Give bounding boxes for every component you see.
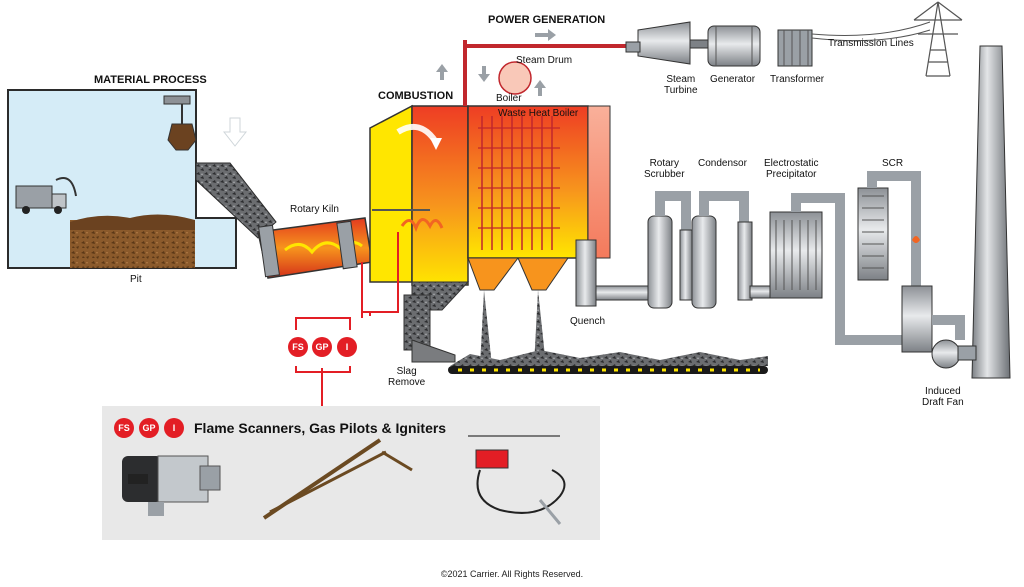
legend-badge-flame-scanner: FS (114, 418, 134, 438)
label-condensor: Condensor (698, 158, 747, 169)
label-transmission-lines: Transmission Lines (828, 38, 914, 49)
rotary-kiln (257, 217, 373, 279)
flow-arrow-icon (535, 29, 556, 41)
steam-turbine (625, 21, 709, 65)
badge-igniter: I (337, 337, 357, 357)
electrostatic-precipitator (769, 193, 845, 318)
label-scr: SCR (882, 158, 904, 169)
igniter-image (468, 435, 566, 525)
pit-building (7, 89, 277, 269)
flame-scanner-image (122, 455, 221, 516)
control-lines (295, 232, 399, 406)
label-quench: Quench (570, 316, 606, 327)
down-arrow-icon (222, 117, 248, 147)
label-steam-turbine: Steam Turbine (664, 74, 698, 96)
transmission-lines (811, 21, 931, 42)
transmission-tower-icon (913, 1, 963, 77)
legend-title: Flame Scanners, Gas Pilots & Igniters (194, 420, 447, 436)
quench (575, 239, 655, 307)
scr-unit (835, 171, 933, 353)
garbage-truck-icon (15, 177, 77, 214)
badge-flame-scanner: FS (288, 337, 308, 357)
label-boiler: Boiler (496, 93, 522, 104)
legend-badge-gas-pilot: GP (139, 418, 159, 438)
waste-heat-boiler (467, 61, 611, 291)
label-induced-draft-fan: Induced Draft Fan (922, 386, 964, 408)
condensor (691, 191, 771, 309)
generator (707, 25, 761, 67)
label-pit: Pit (130, 274, 142, 285)
legend-badge-igniter: I (164, 418, 184, 438)
combustion-chamber (369, 104, 470, 363)
label-rotary-scrubber: Rotary Scrubber (644, 158, 685, 180)
badge-gas-pilot: GP (312, 337, 332, 357)
chimney-stack (971, 45, 1011, 379)
crane (163, 95, 197, 151)
label-steam-drum: Steam Drum (516, 55, 573, 66)
label-rotary-kiln: Rotary Kiln (290, 204, 339, 215)
label-generator: Generator (710, 74, 756, 85)
induced-draft-fan (931, 315, 977, 369)
gas-pilot-image (262, 438, 413, 520)
heading-power-generation: POWER GENERATION (488, 14, 606, 26)
heading-combustion: COMBUSTION (378, 90, 454, 102)
label-waste-heat-boiler: Waste Heat Boiler (498, 108, 579, 119)
heading-material-process: MATERIAL PROCESS (94, 74, 207, 86)
label-electrostatic-precipitator: Electrostatic Precipitator (764, 158, 819, 180)
label-transformer: Transformer (770, 74, 825, 85)
copyright: ©2021 Carrier. All Rights Reserved. (440, 569, 584, 579)
transformer (777, 29, 813, 67)
rotary-scrubber (647, 191, 693, 309)
slag-conveyor (448, 290, 768, 374)
label-slag-remove: Slag Remove (388, 366, 426, 388)
